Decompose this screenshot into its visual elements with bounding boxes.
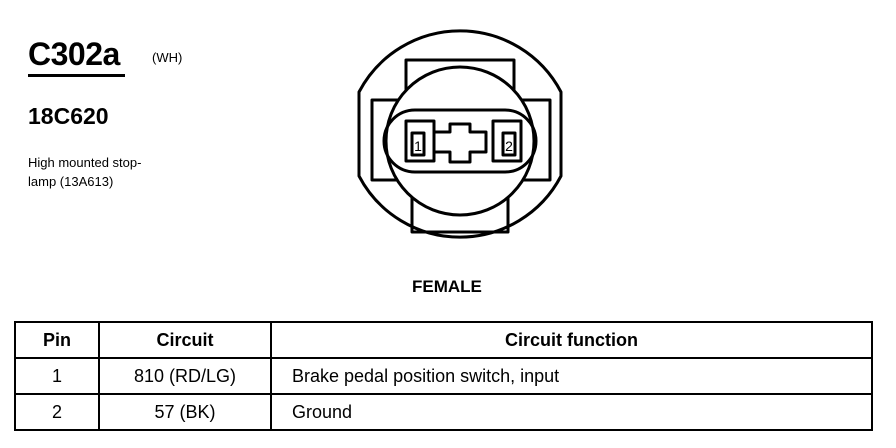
pin-cell: 1 (14, 357, 100, 395)
description-line-2: lamp (13A613) (28, 174, 114, 189)
table-row: 1 810 (RD/LG) Brake pedal position switc… (14, 357, 873, 395)
connector-color-code: (WH) (152, 50, 183, 65)
connector-description: High mounted stop- lamp (13A613) (28, 153, 208, 191)
connector-left-rail (370, 98, 408, 182)
connector-gender-label: FEMALE (412, 277, 482, 296)
connector-top-tab (404, 58, 516, 100)
cavity-1-outer (404, 119, 436, 163)
description-line-1: High mounted stop- (28, 155, 142, 170)
part-number: 18C620 (28, 103, 109, 129)
pin-cell: 2 (14, 393, 100, 431)
table-header-row: Pin Circuit Circuit function (14, 321, 873, 359)
connector-insert (382, 108, 538, 174)
connector-id: C302a (28, 36, 120, 72)
cavity-2-label: 2 (505, 138, 513, 154)
connector-inner-ring (384, 65, 536, 217)
circuit-cell: 57 (BK) (98, 393, 272, 431)
pinout-table: Pin Circuit Circuit function 1 810 (RD/L… (14, 321, 873, 431)
cavity-2-outer (491, 119, 523, 163)
cavity-1-label: 1 (414, 138, 422, 154)
header-pin: Pin (14, 321, 100, 359)
connector-bottom-tab (410, 182, 510, 234)
header-circuit: Circuit (98, 321, 272, 359)
circuit-cell: 810 (RD/LG) (98, 357, 272, 395)
circuit-function-cell: Brake pedal position switch, input (270, 357, 873, 395)
connector-face-diagram: 1 2 (357, 29, 563, 239)
header-circuit-function: Circuit function (270, 321, 873, 359)
cavity-1-inner (410, 131, 426, 157)
cavity-2-inner (501, 131, 517, 157)
circuit-function-cell: Ground (270, 393, 873, 431)
table-row: 2 57 (BK) Ground (14, 393, 873, 431)
connector-id-underline (28, 74, 125, 77)
connector-right-rail (514, 98, 552, 182)
